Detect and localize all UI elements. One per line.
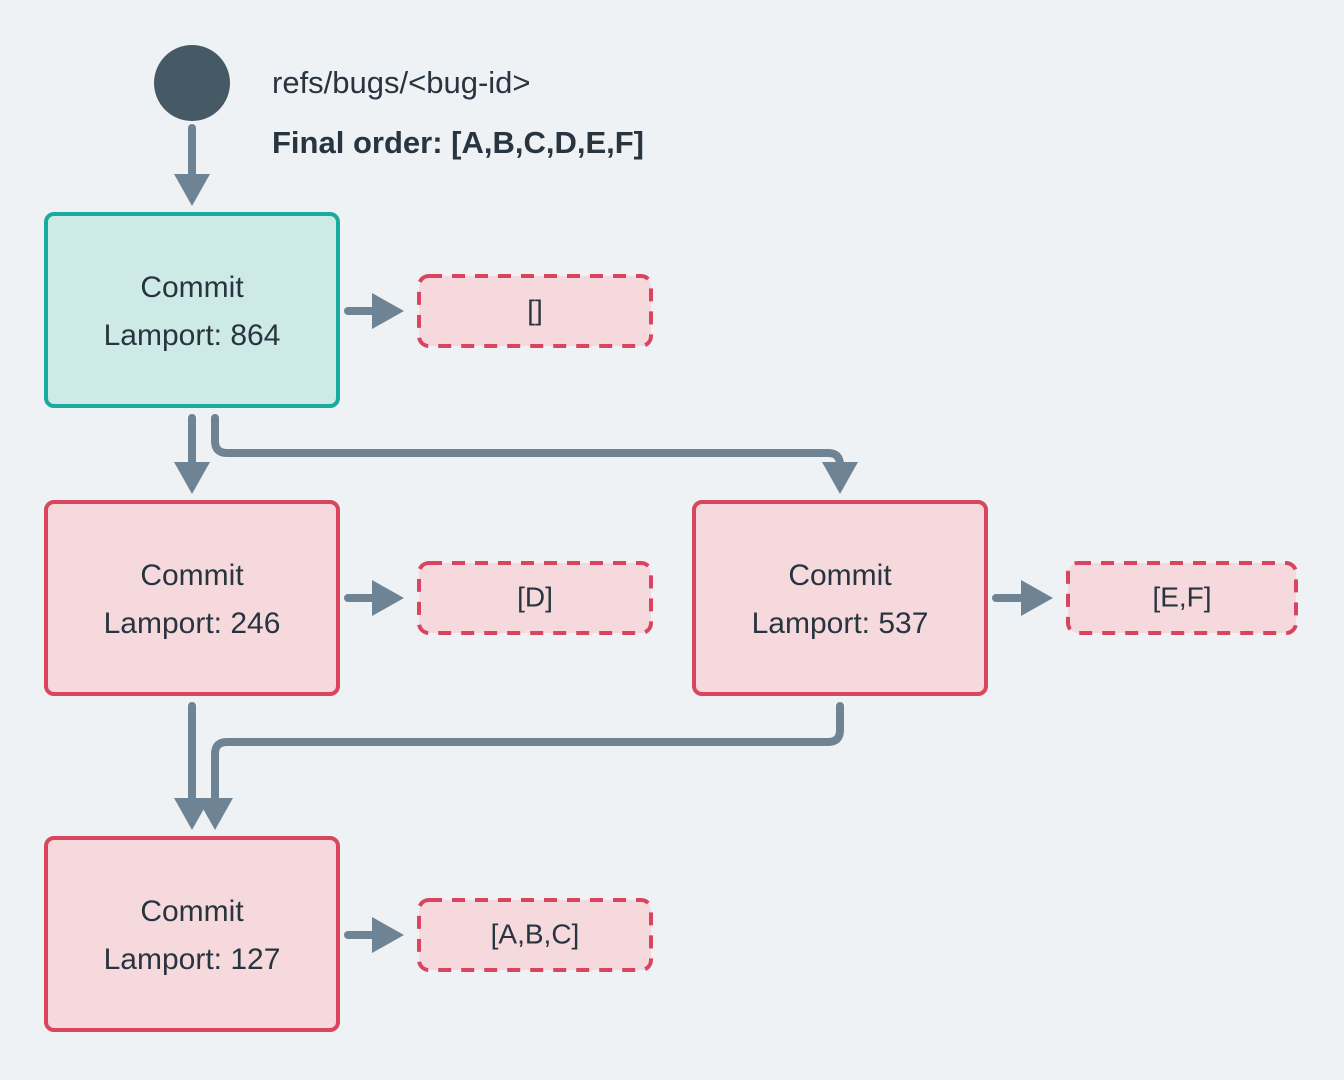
tag-246-label: [D] bbox=[517, 581, 553, 612]
commit-246-lamport: Lamport: 246 bbox=[104, 607, 281, 640]
commit-127-lamport: Lamport: 127 bbox=[104, 943, 281, 976]
commit-node-127[interactable]: Commit Lamport: 127 bbox=[44, 836, 340, 1032]
edge-commit-864-to-tag bbox=[344, 293, 404, 329]
tag-node-864[interactable]: [] bbox=[417, 274, 653, 348]
commit-node-864[interactable]: Commit Lamport: 864 bbox=[44, 212, 340, 408]
commit-127-box[interactable] bbox=[44, 836, 340, 1032]
edge-start-to-commit-864 bbox=[174, 124, 210, 206]
commit-537-title: Commit bbox=[788, 559, 892, 592]
edge-commit-127-to-tag bbox=[344, 917, 404, 953]
commit-246-box[interactable] bbox=[44, 500, 340, 696]
tag-246-box[interactable] bbox=[417, 561, 653, 635]
commit-864-box[interactable] bbox=[44, 212, 340, 408]
edge-commit-864-to-commit-246 bbox=[174, 414, 210, 494]
start-dot[interactable] bbox=[154, 45, 230, 121]
tag-537-box[interactable] bbox=[1066, 561, 1298, 635]
tag-864-box[interactable] bbox=[417, 274, 653, 348]
commit-864-lamport: Lamport: 864 bbox=[104, 319, 281, 352]
ref-label: refs/bugs/<bug-id> bbox=[272, 65, 531, 100]
commit-246-title: Commit bbox=[140, 559, 244, 592]
commit-537-lamport: Lamport: 537 bbox=[752, 607, 929, 640]
tag-127-box[interactable] bbox=[417, 898, 653, 972]
final-order-label: Final order: [A,B,C,D,E,F] bbox=[272, 125, 644, 160]
edge-commit-537-to-tag bbox=[992, 580, 1053, 616]
edge-commit-246-to-tag bbox=[344, 580, 404, 616]
tag-node-127[interactable]: [A,B,C] bbox=[417, 898, 653, 972]
edge-commit-246-to-commit-127 bbox=[174, 702, 210, 830]
edge-commit-864-to-commit-537 bbox=[211, 414, 858, 494]
tag-node-537[interactable]: [E,F] bbox=[1066, 561, 1298, 635]
commit-864-title: Commit bbox=[140, 271, 244, 304]
commit-node-537[interactable]: Commit Lamport: 537 bbox=[692, 500, 988, 696]
tag-864-label: [] bbox=[527, 294, 543, 325]
edge-commit-537-to-commit-127 bbox=[197, 702, 844, 830]
commit-127-title: Commit bbox=[140, 895, 244, 928]
tag-node-246[interactable]: [D] bbox=[417, 561, 653, 635]
tag-127-label: [A,B,C] bbox=[491, 918, 580, 949]
tag-537-label: [E,F] bbox=[1152, 581, 1211, 612]
commit-node-246[interactable]: Commit Lamport: 246 bbox=[44, 500, 340, 696]
commit-537-box[interactable] bbox=[692, 500, 988, 696]
